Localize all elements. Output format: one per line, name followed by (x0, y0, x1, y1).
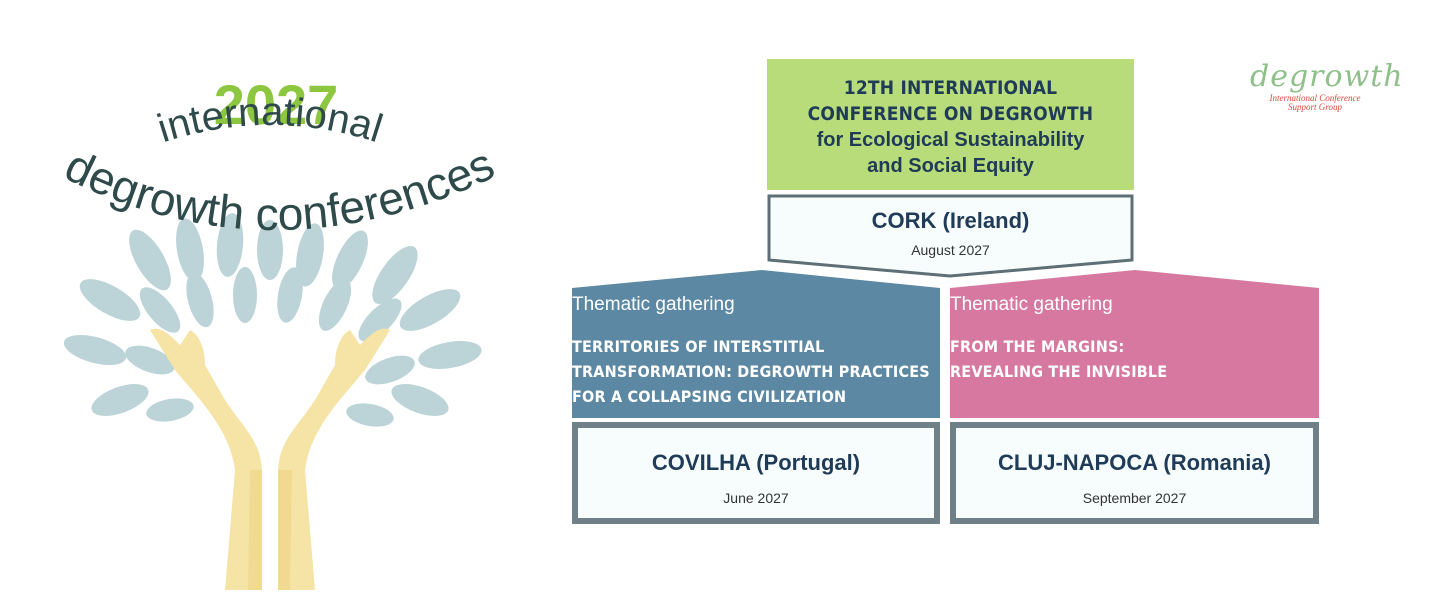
conference-title-line1: 12th International (843, 77, 1058, 99)
conference-subtitle-line1: for Ecological Sustainability (816, 129, 1085, 151)
gathering-covilha-title: Territories of Interstitial Transformati… (572, 334, 940, 409)
cork-arrow-shape (767, 194, 1134, 278)
gathering-cluj-box: Thematic gathering From the Margins: Rev… (950, 270, 1319, 418)
cork-date: August 2027 (911, 242, 990, 258)
curved-line-international: international (152, 90, 387, 151)
gathering-cluj-title-line2: Revealing the Invisible (950, 362, 1168, 381)
cork-city: CORK (Ireland) (871, 208, 1030, 233)
gathering-covilha-title-line2: Transformation: Degrowth Practices (572, 362, 930, 381)
main-conference-box: 12th International Conference on Degrowt… (767, 59, 1134, 190)
gathering-cluj-title: From the Margins: Revealing the Invisibl… (950, 334, 1319, 384)
conference-subtitle-line2: and Social Equity (867, 155, 1034, 177)
tree-illustration: 2027 international degrowth conferences (0, 0, 560, 590)
covilha-location-box: COVILHA (Portugal) June 2027 (572, 422, 940, 524)
gathering-cluj-title-line1: From the Margins: (950, 337, 1125, 356)
covilha-date: June 2027 (723, 490, 789, 506)
conference-title-line2: Conference on Degrowth (807, 103, 1094, 125)
gathering-covilha-shape (572, 270, 940, 418)
gathering-covilha-box: Thematic gathering Territories of Inters… (572, 270, 940, 418)
gathering-covilha-title-line3: for a Collapsing Civilization (572, 387, 847, 406)
tree-hands-image (63, 213, 482, 590)
cluj-date: September 2027 (1082, 490, 1187, 506)
cluj-city: CLUJ-NAPOCA (Romania) (998, 450, 1271, 475)
gathering-covilha-kind: Thematic gathering (572, 294, 735, 315)
gathering-covilha-title-line1: Territories of Interstitial (572, 337, 825, 356)
logo-subtitle-line2: Support Group (1288, 102, 1342, 112)
gathering-cluj-shape (950, 270, 1319, 418)
cork-box: CORK (Ireland) August 2027 (767, 194, 1134, 278)
gathering-cluj-kind: Thematic gathering (950, 294, 1113, 315)
logo-subtitle-line1: International Conference (1269, 93, 1361, 103)
curved-title: international degrowth conferences (58, 90, 502, 240)
cluj-location-box: CLUJ-NAPOCA (Romania) September 2027 (950, 422, 1319, 524)
logo-wordmark: degrowth (1250, 59, 1404, 94)
year-title: 2027 (213, 73, 339, 136)
degrowth-logo: degrowth International Conference Suppor… (1250, 59, 1404, 130)
curved-line-degrowth-conferences: degrowth conferences (58, 137, 502, 240)
covilha-city: COVILHA (Portugal) (651, 450, 861, 475)
